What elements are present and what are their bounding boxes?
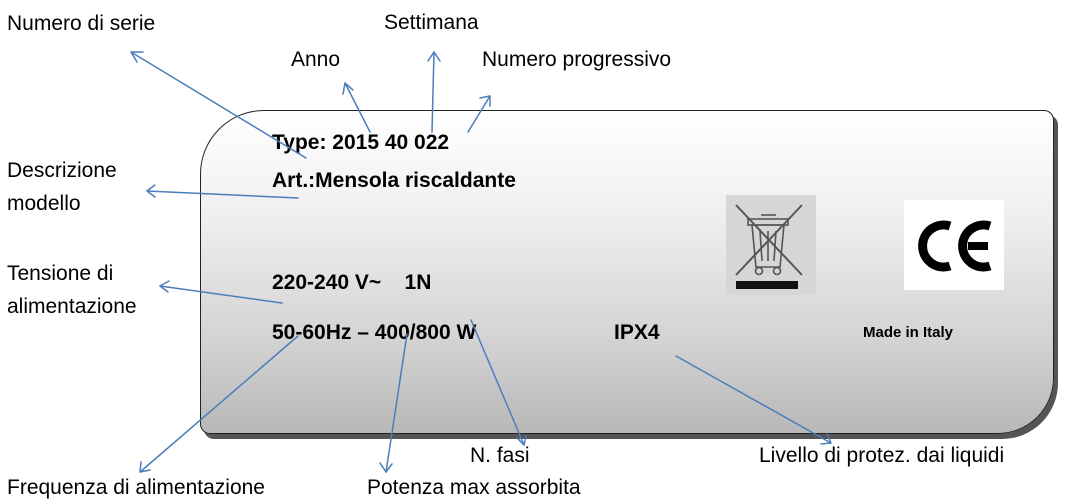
callout-settimana: Settimana (384, 11, 479, 34)
arrow-numero-progressivo (467, 95, 491, 133)
arrow-potenza (385, 333, 408, 473)
ce-mark-icon (904, 200, 1004, 290)
callout-frequenza: Frequenza di alimentazione (7, 476, 265, 499)
callout-modello: modello (7, 192, 81, 215)
callout-anno: Anno (291, 48, 341, 71)
arrowhead-settimana (427, 51, 441, 62)
arrowhead-tensione (159, 280, 170, 293)
ip-rating-text: IPX4 (614, 321, 660, 344)
callout-n-fasi: N. fasi (470, 444, 530, 467)
arrowhead-potenza (379, 462, 393, 473)
arrow-numero-di-serie (130, 51, 307, 159)
arrow-settimana (431, 51, 435, 133)
voltage-phase-text: 220-240 V~ 1N (272, 271, 432, 294)
arrow-n-fasi (470, 319, 525, 446)
arrow-anno (344, 82, 371, 133)
arrowhead-livello-protezione (820, 433, 832, 445)
weee-bin-icon (726, 195, 816, 295)
callout-alimentazione: alimentazione (7, 295, 137, 318)
callout-numero-progressivo: Numero progressivo (482, 48, 672, 71)
arrowhead-n-fasi (516, 435, 527, 446)
arrowhead-numero-di-serie (130, 51, 144, 63)
callout-tensione: Tensione di (7, 262, 114, 285)
frequency-power-text: 50-60Hz – 400/800 W (272, 321, 477, 344)
arrow-frequenza (139, 335, 299, 473)
callout-livello-protezione: Livello di protez. dai liquidi (759, 444, 1005, 467)
arrowhead-anno (342, 82, 354, 95)
made-in-italy-text: Made in Italy (863, 324, 954, 341)
arrowhead-frequenza (139, 461, 151, 473)
arrow-descrizione (146, 190, 299, 199)
article-description-text: Art.:Mensola riscaldante (272, 169, 516, 192)
arrowhead-descrizione (146, 184, 156, 198)
callout-potenza: Potenza max assorbita (367, 476, 581, 499)
arrowhead-numero-progressivo (479, 95, 491, 107)
callout-descrizione: Descrizione (7, 159, 117, 182)
callout-numero-di-serie: Numero di serie (7, 12, 156, 35)
type-serial-text: Type: 2015 40 022 (272, 131, 450, 154)
arrow-livello-protezione (675, 355, 832, 444)
arrow-tensione (159, 285, 283, 304)
